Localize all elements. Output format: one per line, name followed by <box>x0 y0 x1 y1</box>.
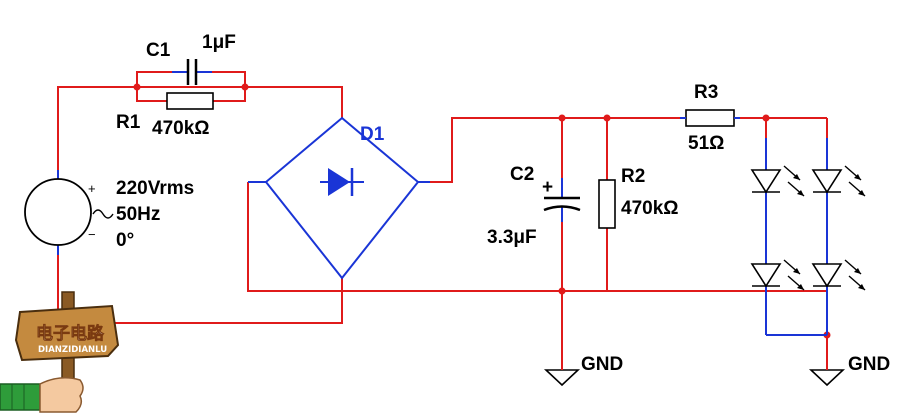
r2-ref: R2 <box>621 166 645 187</box>
wire-c1-right <box>212 71 246 87</box>
logo-sign: 电子电路 DIANZIDIANLU <box>0 291 120 413</box>
junction-dot <box>241 83 249 91</box>
resistor-r3: R3 51Ω <box>680 82 740 154</box>
hand-icon <box>39 377 84 413</box>
source-minus: − <box>88 227 96 242</box>
ground-icon <box>543 369 581 387</box>
d1-ref: D1 <box>360 124 385 145</box>
wire-negative-rail <box>247 182 827 292</box>
junction-dot <box>603 114 611 122</box>
led-icon <box>812 165 866 197</box>
r1-ref: R1 <box>116 112 141 133</box>
wire-c1-left <box>136 71 172 87</box>
source-plus: + <box>88 181 96 196</box>
diode-symbol <box>328 168 350 196</box>
wire-top-left <box>57 86 343 205</box>
r3-ref: R3 <box>694 82 718 103</box>
capacitor-c2: + C2 3.3μF <box>487 164 581 248</box>
sleeve <box>0 383 41 411</box>
junction-dot <box>133 83 141 91</box>
led-icon <box>751 259 805 291</box>
source-frequency: 50Hz <box>116 204 160 225</box>
bridge-rectifier-d1: D1 <box>248 116 430 280</box>
capacitor-c1: C1 1μF <box>146 32 236 85</box>
source-phase: 0° <box>116 230 134 251</box>
c2-ref: C2 <box>510 164 534 185</box>
c1-value: 1μF <box>202 32 236 53</box>
junction-dot <box>762 114 770 122</box>
led-icon <box>751 165 805 197</box>
junction-dot <box>558 114 566 122</box>
wire-r1-right <box>213 87 246 102</box>
r3-value: 51Ω <box>688 133 724 154</box>
wire-positive-rail <box>418 117 680 183</box>
ground-1: GND <box>543 354 623 387</box>
wires <box>57 71 828 360</box>
logo-text-cn: 电子电路 <box>36 323 105 344</box>
c2-value: 3.3μF <box>487 227 537 248</box>
logo-text-en: DIANZIDIANLU <box>38 345 107 355</box>
source-voltage: 220Vrms <box>116 178 194 199</box>
r1-value: 470kΩ <box>152 118 210 139</box>
ground-2: GND <box>808 354 890 387</box>
r2-value: 470kΩ <box>621 198 679 219</box>
led-icon <box>812 259 866 291</box>
led-array <box>751 138 866 336</box>
junction-dot <box>558 287 566 295</box>
ground-icon <box>808 369 846 387</box>
wire-r1-left <box>136 87 167 102</box>
ground-label: GND <box>848 354 890 375</box>
c1-ref: C1 <box>146 40 171 61</box>
ground-label: GND <box>581 354 623 375</box>
ac-source: + − 220Vrms 50Hz 0° <box>24 170 194 255</box>
resistor-r1: R1 470kΩ <box>116 92 214 139</box>
resistor-r2: R2 470kΩ <box>598 166 679 229</box>
c2-polarity: + <box>542 177 553 198</box>
sine-icon <box>92 209 114 219</box>
wire-bottom-left <box>57 250 343 324</box>
